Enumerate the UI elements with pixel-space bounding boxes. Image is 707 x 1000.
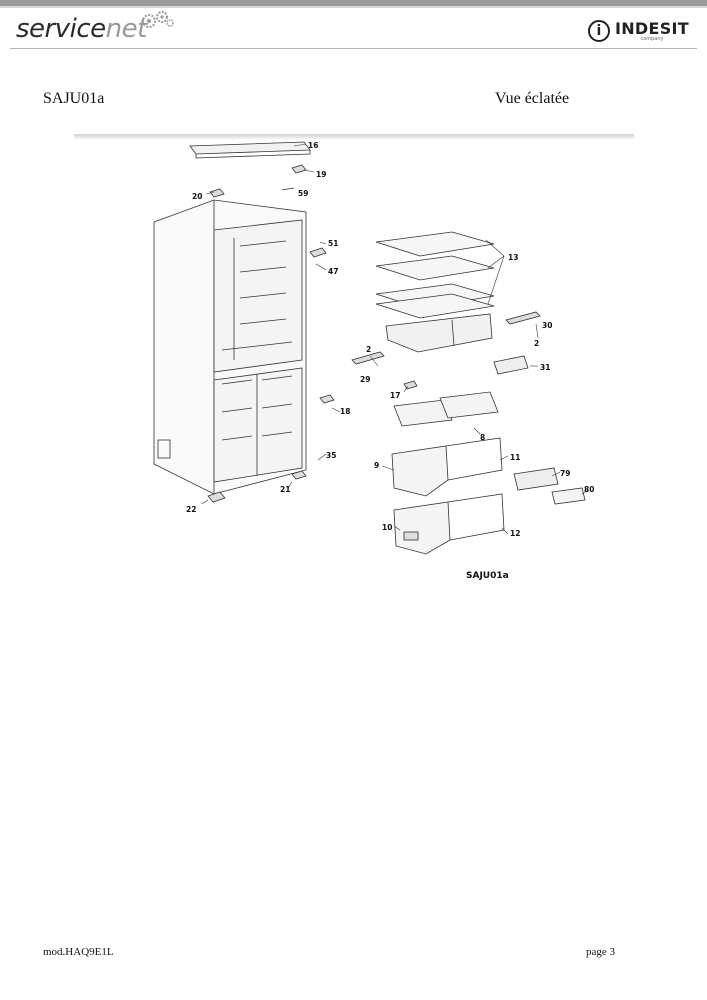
callout-13: 13 [508, 253, 518, 262]
top-rule-secondary [0, 6, 707, 8]
callout-10: 10 [382, 523, 392, 532]
callout-20: 20 [192, 192, 202, 201]
callout-11: 11 [510, 453, 520, 462]
callout-9: 9 [374, 461, 379, 470]
model-code: SAJU01a [43, 90, 105, 107]
callout-17: 17 [390, 391, 400, 400]
callout-59: 59 [298, 189, 308, 198]
callout-47: 47 [328, 267, 338, 276]
callout-2b: 2 [366, 345, 371, 354]
callout-30: 30 [542, 321, 552, 330]
diagram-caption: SAJU01a [466, 571, 509, 581]
callout-8: 8 [480, 433, 485, 442]
callout-79: 79 [560, 469, 570, 478]
callout-51: 51 [328, 239, 338, 248]
exploded-view-diagram: 16 19 20 59 51 47 13 30 2 2 29 31 17 18 … [153, 141, 594, 581]
diagram-top-shade [74, 134, 634, 140]
gears-icon [142, 11, 174, 28]
callout-29: 29 [360, 375, 370, 384]
servicenet-logo: servicenet [16, 14, 147, 44]
header-rule [10, 48, 697, 49]
indesit-i-icon: i [587, 20, 610, 42]
callout-18: 18 [340, 407, 350, 416]
callout-35: 35 [326, 451, 336, 460]
indesit-subtext: company [640, 35, 664, 42]
callout-12: 12 [510, 529, 520, 538]
footer-model: mod.HAQ9E1L [43, 946, 114, 958]
indesit-wordmark: INDESIT [614, 18, 689, 38]
view-title: Vue éclatée [495, 90, 570, 107]
footer-page-number: page 3 [586, 946, 616, 958]
callout-22: 22 [186, 505, 196, 514]
callout-31: 31 [540, 363, 550, 372]
callout-2a: 2 [534, 339, 539, 348]
callout-80: 80 [584, 485, 594, 494]
callout-19: 19 [316, 170, 326, 179]
callout-21: 21 [280, 485, 290, 494]
top-rule [0, 0, 707, 6]
indesit-logo: i INDESIT company [587, 18, 689, 42]
callout-16: 16 [308, 141, 318, 150]
